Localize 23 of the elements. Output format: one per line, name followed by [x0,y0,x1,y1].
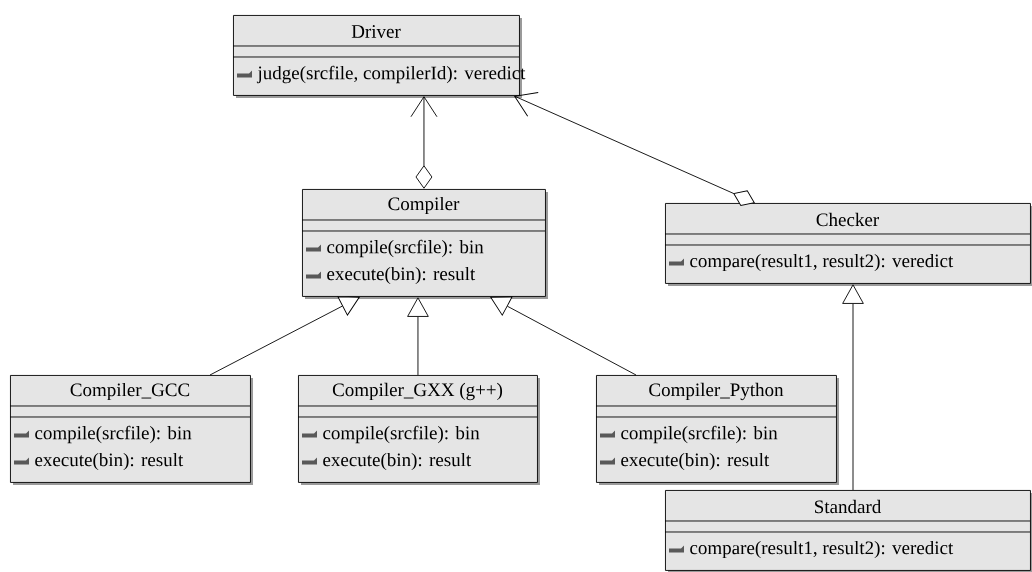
method-signature: compare(result1, result2): veredict [690,540,954,559]
inheritance-arrow [842,284,864,491]
inheritance-arrow [407,297,429,376]
inheritance-arrow [490,296,637,376]
method-signature: compile(srcfile): bin [323,425,480,444]
class-name: Compiler_GXX (g++) [332,382,503,401]
method-signature: execute(bin): result [35,452,184,471]
method-signature: execute(bin): result [621,452,770,471]
class-name: Compiler_Python [649,382,784,401]
method-signature: compare(result1, result2): veredict [690,253,954,272]
class-name: Compiler [388,196,460,215]
inheritance-arrow [209,296,360,376]
method-signature: execute(bin): result [327,266,476,285]
method-signature: compile(srcfile): bin [35,425,192,444]
class-name: Standard [815,499,882,514]
method-signature: execute(bin): result [323,452,472,471]
method-signature: compile(srcfile): bin [327,239,484,258]
class-name: Driver [351,25,401,38]
class-name: Compiler_GCC [70,382,190,401]
class-name: Checker [816,212,879,227]
aggregation-arrow [410,96,438,189]
method-signature: compile(srcfile): bin [621,425,778,444]
aggregation-arrow [514,92,755,206]
